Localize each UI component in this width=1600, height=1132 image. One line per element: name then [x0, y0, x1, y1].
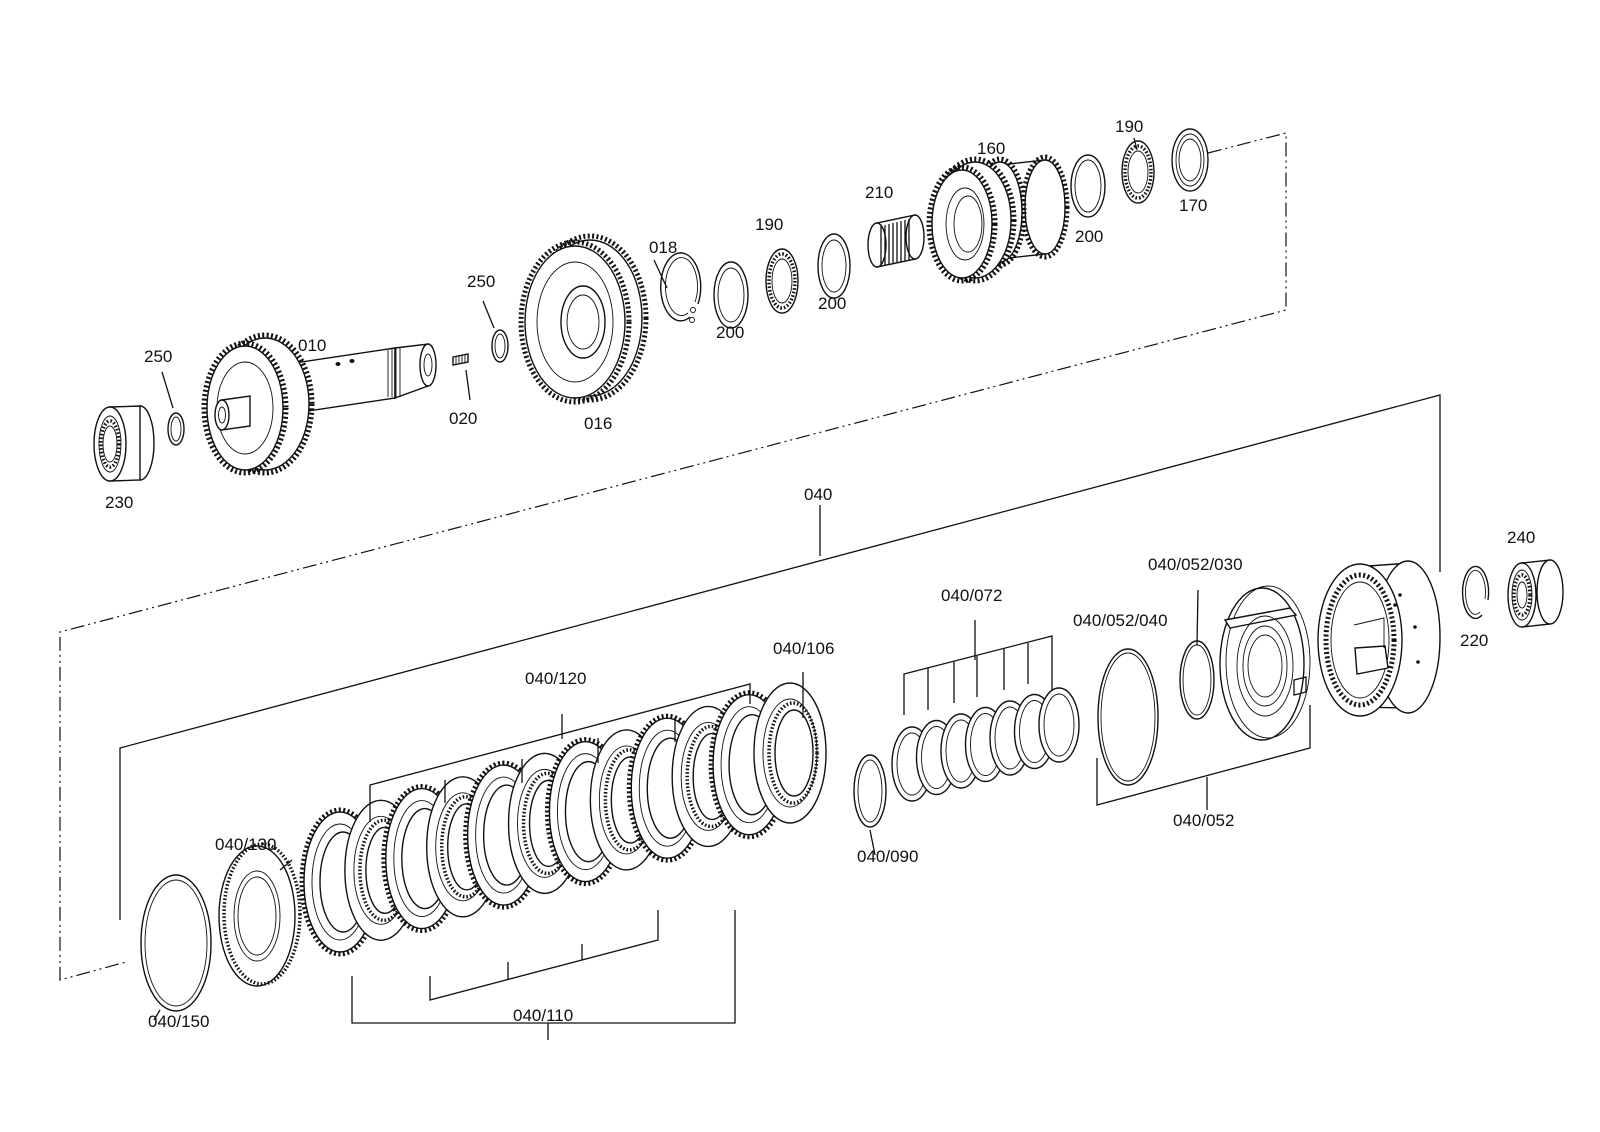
group-040-110-bracket: [351, 910, 736, 1040]
label-250-left: 250: [144, 347, 172, 366]
label-010: 010: [298, 336, 326, 355]
label-220: 220: [1460, 631, 1488, 650]
label-040-150: 040/150: [148, 1012, 209, 1031]
label-230: 230: [105, 493, 133, 512]
label-020: 020: [449, 409, 477, 428]
label-040-106: 040/106: [773, 639, 834, 658]
label-040-052: 040/052: [1173, 811, 1234, 830]
part-016-large-gear: [518, 233, 649, 405]
label-200-c: 200: [1075, 227, 1103, 246]
label-200-b: 200: [818, 294, 846, 313]
group-040-120-bracket: [369, 683, 751, 822]
label-040-090: 040/090: [857, 847, 918, 866]
part-160-double-gear: [926, 154, 1070, 284]
part-210-needle-cage: [867, 214, 925, 268]
clutch-disc-pack: [299, 682, 827, 957]
part-200-washer-a: [713, 261, 749, 329]
label-018: 018: [649, 238, 677, 257]
part-240-bearing: [1507, 559, 1564, 628]
part-040-090-snap-ring: [853, 754, 887, 828]
label-170: 170: [1179, 196, 1207, 215]
label-190-b: 190: [1115, 117, 1143, 136]
spring-ring-inner: [1043, 693, 1075, 757]
group-040-052-bracket: [1096, 705, 1311, 810]
label-210: 210: [865, 183, 893, 202]
part-200-washer-b: [817, 233, 851, 299]
part-010-gear-shaft: [201, 332, 437, 476]
part-220-snap-ring: [1461, 565, 1490, 620]
part-040-052-030-seal-ring: [1179, 640, 1215, 720]
part-018-snap-ring: [660, 252, 702, 323]
label-160: 160: [977, 139, 1005, 158]
part-040-052-piston: [1219, 585, 1311, 741]
assembly-040-bracket: [119, 394, 1441, 920]
spring-ring: [1038, 687, 1080, 763]
label-250-right: 250: [467, 272, 495, 291]
part-040-052-040-seal-ring: [1097, 648, 1159, 786]
label-240: 240: [1507, 528, 1535, 547]
label-040-130: 040/130: [215, 835, 276, 854]
leader-lines: [153, 137, 1199, 1021]
spring-ring-outer: [1038, 687, 1080, 763]
part-040-072-spring-rings: [891, 687, 1080, 802]
label-040-052-040: 040/052/040: [1073, 611, 1168, 630]
part-200-washer-c: [1070, 154, 1106, 218]
label-190-a: 190: [755, 215, 783, 234]
label-040: 040: [804, 485, 832, 504]
part-190-needle-bearing-a: [765, 248, 799, 314]
part-190-needle-bearing-b: [1121, 140, 1155, 204]
label-040-120: 040/120: [525, 669, 586, 688]
clutch-disc-inner-toothed: [753, 682, 827, 824]
label-200-a: 200: [716, 323, 744, 342]
part-170-washer: [1171, 128, 1209, 192]
part-230-bearing: [93, 405, 155, 482]
part-clutch-drum: [1317, 560, 1441, 717]
label-040-110: 040/110: [513, 1006, 573, 1025]
part-040-130-pressure-disc: [218, 842, 302, 987]
disc-inner-teeth: [767, 701, 819, 805]
part-040-150-ring: [140, 874, 212, 1012]
label-040-052-030: 040/052/030: [1148, 555, 1243, 574]
part-250-ring-left: [167, 412, 185, 446]
callout-labels: 230 250 010 020 250 016 018 200 190 200 …: [105, 117, 1535, 1031]
part-250-ring-right: [491, 329, 509, 363]
group-040-072-bracket: [903, 620, 1053, 715]
upper-assembly-frame: [59, 132, 1287, 981]
part-020-pin: [452, 353, 469, 366]
label-016: 016: [584, 414, 612, 433]
label-040-072: 040/072: [941, 586, 1002, 605]
disc-bore: [774, 709, 814, 797]
